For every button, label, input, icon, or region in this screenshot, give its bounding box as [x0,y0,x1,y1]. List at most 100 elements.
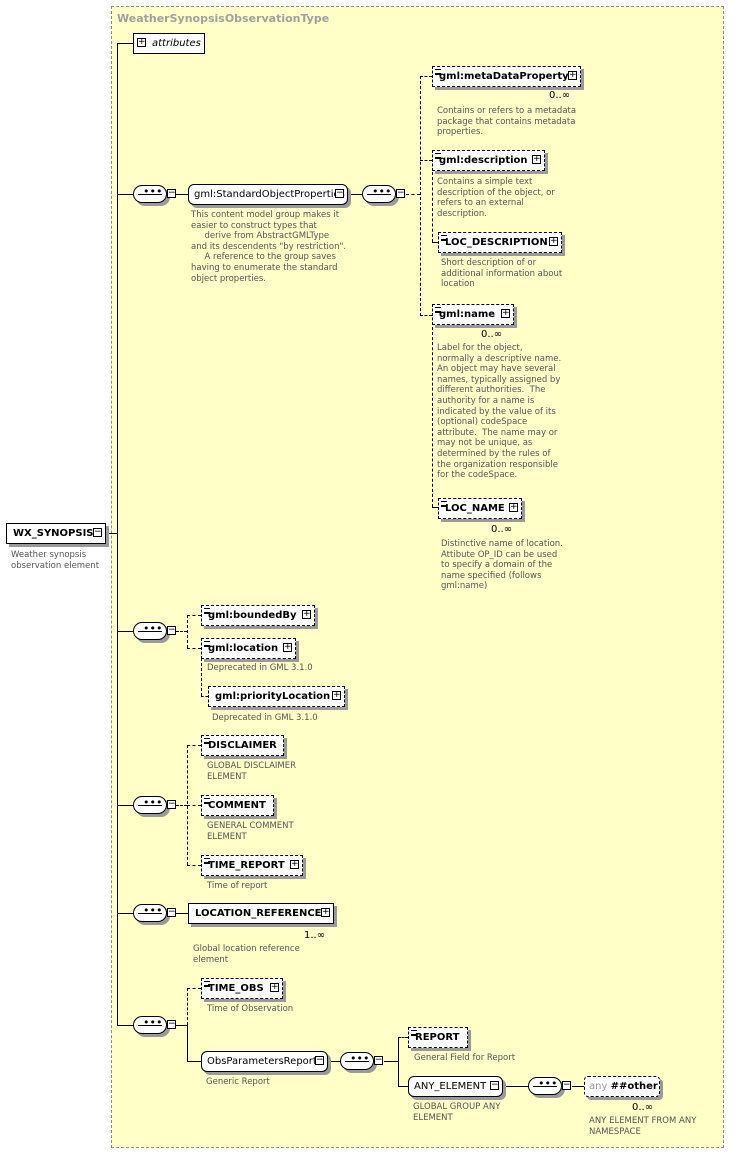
obs-parameters-report-element[interactable]: ObsParametersReport − [201,1051,328,1072]
root-connector-line [108,533,118,534]
collapse-icon[interactable]: − [490,1080,499,1090]
attributes-box[interactable]: + attributes [133,33,205,54]
element-description: Time of report [207,881,268,891]
expand-icon[interactable]: + [321,907,330,917]
root-element[interactable]: WX_SYNOPSIS − [6,523,106,544]
branch-line [187,615,201,616]
expand-icon[interactable]: + [549,236,558,246]
branch-line [117,194,133,195]
sequence-compositor[interactable] [528,1077,562,1095]
branch-line [187,615,188,648]
element-label: LOC_NAME [445,503,505,514]
location-reference-element[interactable]: LOCATION_REFERENCE + [188,903,334,924]
expand-icon[interactable]: + [290,859,299,869]
meta-data-property-element[interactable]: gml:metaDataProperty + [432,66,581,87]
element-description: Short description of or additional infor… [441,258,563,290]
collapse-icon[interactable]: − [562,1080,571,1090]
cardinality: 1..∞ [304,930,326,941]
collapse-icon[interactable]: − [374,1055,383,1065]
collapse-icon[interactable]: − [167,799,176,809]
branch-line [176,805,187,806]
branch-line [176,631,187,632]
collapse-icon[interactable]: − [167,188,176,198]
time-report-element[interactable]: TIME_REPORT + [201,855,303,876]
branch-line [432,242,438,243]
any-element-group[interactable]: ANY_ELEMENT − [408,1076,503,1097]
element-label: TIME_REPORT [208,860,285,871]
expand-icon[interactable]: + [270,982,279,992]
element-description: General Field for Report [414,1053,516,1063]
branch-line [572,1086,584,1087]
report-element[interactable]: REPORT [408,1027,468,1048]
element-description: Time of Observation [207,1004,294,1014]
collapse-icon[interactable]: − [167,625,176,635]
branch-line [117,805,133,806]
cardinality: 0..∞ [491,524,513,535]
sequence-compositor[interactable] [133,1016,167,1034]
expand-icon[interactable]: + [501,308,510,318]
branch-line [432,327,433,507]
expand-icon[interactable]: + [283,642,292,652]
branch-line [420,76,432,77]
collapse-icon[interactable]: − [315,1055,324,1065]
element-label: gml:description [439,155,528,166]
sequence-compositor[interactable] [133,185,167,203]
location-element[interactable]: gml:location + [201,638,296,659]
branch-line [398,1037,399,1086]
element-label: gml:location [208,643,279,654]
sequence-compositor[interactable] [133,796,167,814]
expand-icon[interactable]: + [302,609,311,619]
branch-line [187,988,188,1025]
element-description: Contains or refers to a metadata package… [437,106,577,138]
gml-name-element[interactable]: gml:name + [432,304,514,325]
loc-description-element[interactable]: LOC_DESCRIPTION + [438,232,562,253]
any-other-wildcard[interactable]: any ##other [584,1076,660,1097]
element-description: Generic Report [206,1077,270,1087]
time-obs-element[interactable]: TIME_OBS + [201,978,283,999]
root-description: Weather synopsis observation element [11,550,100,571]
branch-line [406,194,420,195]
branch-line [187,648,201,649]
standard-object-properties-group[interactable]: gml:StandardObjectProperties − [188,184,348,205]
element-label: LOC_DESCRIPTION [445,237,548,248]
root-trunk-line [117,43,118,1026]
branch-line [117,631,133,632]
collapse-icon[interactable]: − [335,188,344,198]
branch-line [117,1025,133,1026]
wildcard-namespace: ##other [610,1081,658,1092]
description-element[interactable]: gml:description + [432,150,545,171]
expand-icon[interactable]: + [509,502,518,512]
expand-icon[interactable]: + [332,690,341,700]
collapse-icon[interactable]: − [167,1019,176,1029]
sequence-compositor[interactable] [340,1052,374,1070]
type-title: WeatherSynopsisObservationType [117,12,330,25]
type-panel [111,6,724,1148]
expand-icon[interactable]: + [568,70,577,80]
expand-icon[interactable]: + [137,37,146,47]
element-description: ANY ELEMENT FROM ANY NAMESPACE [589,1116,697,1137]
branch-line [420,315,432,316]
branch-line [187,1061,201,1062]
disclaimer-element[interactable]: DISCLAIMER [201,735,284,756]
element-label: DISCLAIMER [208,740,277,751]
loc-name-element[interactable]: LOC_NAME + [438,498,522,519]
collapse-icon[interactable]: − [93,527,102,537]
collapse-icon[interactable]: − [396,188,405,198]
branch-line [201,696,208,697]
sequence-compositor[interactable] [362,185,396,203]
branch-line [117,43,133,44]
expand-icon[interactable]: + [532,154,541,164]
priority-location-element[interactable]: gml:priorityLocation + [208,686,345,707]
bounded-by-element[interactable]: gml:boundedBy + [201,605,315,626]
element-description: Contains a simple text description of th… [437,177,555,219]
branch-line [176,194,188,195]
comment-element[interactable]: COMMENT [201,795,274,816]
sequence-compositor[interactable] [133,622,167,640]
sequence-compositor[interactable] [133,904,167,922]
collapse-icon[interactable]: − [167,907,176,917]
element-description: Global location reference element [193,944,300,965]
element-description: GLOBAL DISCLAIMER ELEMENT [207,761,297,782]
branch-line [187,745,201,746]
element-description: Deprecated in GML 3.1.0 [207,663,313,673]
